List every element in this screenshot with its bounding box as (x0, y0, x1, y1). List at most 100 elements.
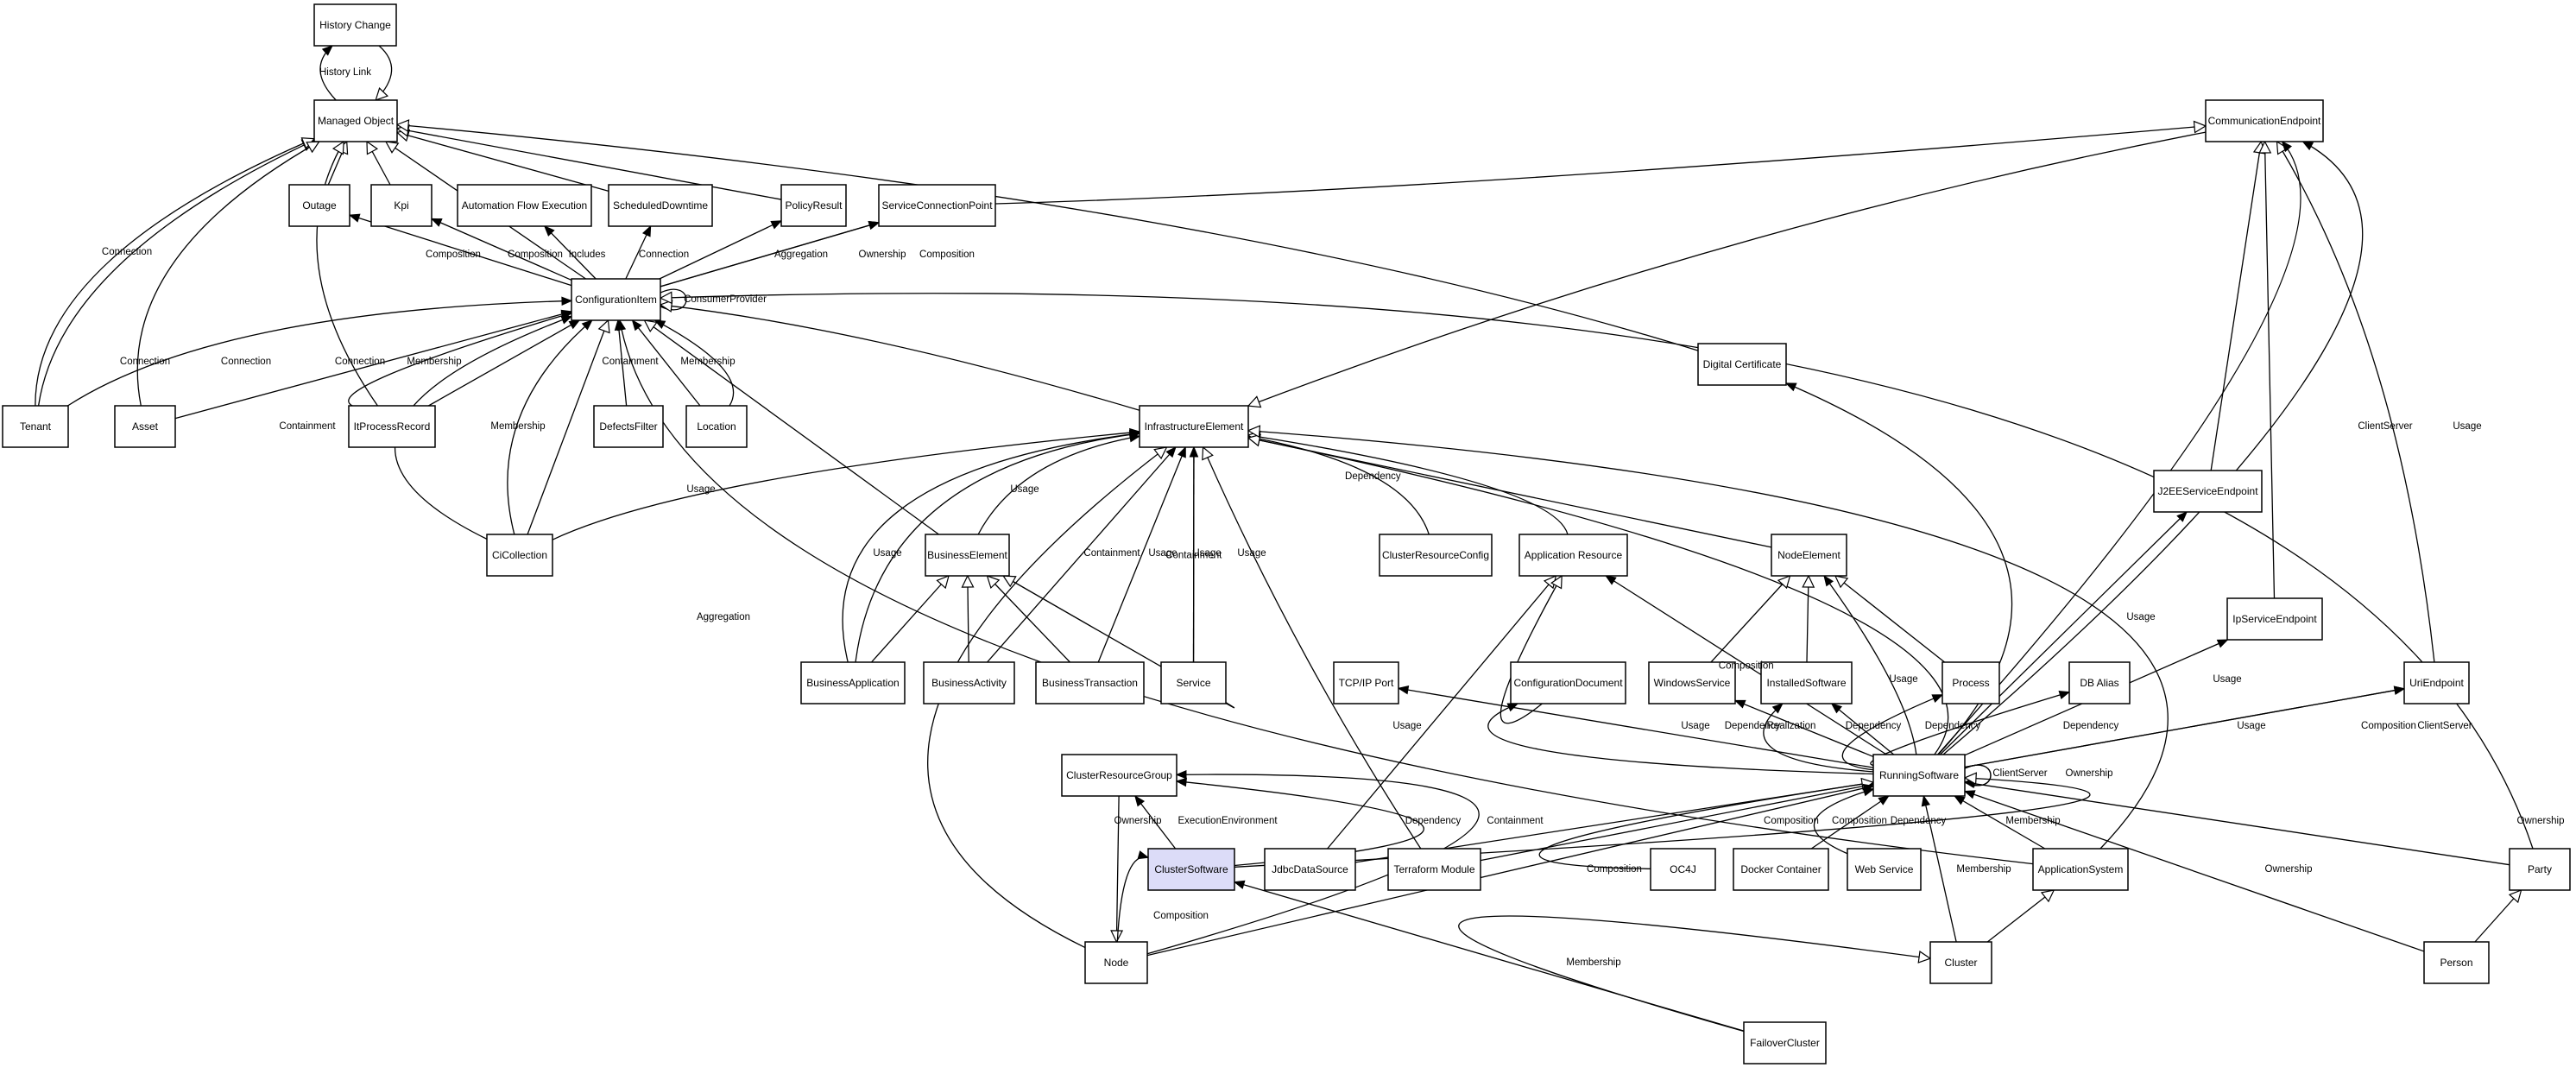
class-box[interactable] (1333, 661, 1399, 704)
class-box[interactable] (1518, 534, 1628, 577)
class-node-db-alias[interactable]: DB Alias (2068, 661, 2131, 704)
class-node-history-change[interactable]: History Change (313, 3, 397, 47)
class-box[interactable] (1697, 343, 1787, 386)
class-box[interactable] (2068, 661, 2131, 704)
class-node-cluster[interactable]: Cluster (1929, 941, 1992, 984)
class-node-application-resource[interactable]: Application Resource (1518, 534, 1628, 577)
class-box[interactable] (1760, 661, 1853, 704)
class-node-running-software[interactable]: RunningSoftware (1872, 754, 1966, 797)
class-node-automation-flow-execution[interactable]: Automation Flow Execution (457, 184, 592, 227)
edge-line (994, 125, 2207, 205)
class-node-person[interactable]: Person (2423, 941, 2490, 984)
class-box[interactable] (2205, 99, 2324, 142)
class-box[interactable] (1743, 1021, 1827, 1065)
class-node-kpi[interactable]: Kpi (370, 184, 432, 227)
class-node-application-system[interactable]: ApplicationSystem (2032, 848, 2129, 891)
class-box[interactable] (114, 405, 176, 448)
class-box[interactable] (2403, 661, 2470, 704)
class-node-ip-service-endpoint[interactable]: IpServiceEndpoint (2226, 597, 2323, 641)
class-box[interactable] (878, 184, 996, 227)
class-box[interactable] (1733, 848, 1829, 891)
class-box[interactable] (313, 99, 398, 142)
class-node-business-transaction[interactable]: BusinessTransaction (1035, 661, 1145, 704)
class-box[interactable] (2153, 470, 2263, 513)
class-node-policy-result[interactable]: PolicyResult (780, 184, 847, 227)
class-node-windows-service[interactable]: WindowsService (1648, 661, 1736, 704)
class-box[interactable] (1872, 754, 1966, 797)
class-box[interactable] (1264, 848, 1356, 891)
class-box[interactable] (348, 405, 436, 448)
class-node-cluster-software[interactable]: ClusterSoftware (1147, 848, 1235, 891)
class-box[interactable] (1510, 661, 1626, 704)
class-box[interactable] (457, 184, 592, 227)
class-box[interactable] (925, 534, 1010, 577)
class-node-tenant[interactable]: Tenant (2, 405, 69, 448)
class-node-business-activity[interactable]: BusinessActivity (923, 661, 1015, 704)
class-box[interactable] (2509, 848, 2571, 891)
class-node-managed-object[interactable]: Managed Object (313, 99, 398, 142)
class-node-digital-certificate[interactable]: Digital Certificate (1697, 343, 1787, 386)
class-box[interactable] (1847, 848, 1922, 891)
class-node-scheduled-downtime[interactable]: ScheduledDowntime (608, 184, 713, 227)
class-node-defects-filter[interactable]: DefectsFilter (593, 405, 664, 448)
class-box[interactable] (780, 184, 847, 227)
class-box[interactable] (1941, 661, 2000, 704)
class-node-asset[interactable]: Asset (114, 405, 176, 448)
class-box[interactable] (923, 661, 1015, 704)
class-box[interactable] (2, 405, 69, 448)
class-node-process[interactable]: Process (1941, 661, 2000, 704)
class-node-infrastructure-element[interactable]: InfrastructureElement (1139, 405, 1249, 448)
class-box[interactable] (1139, 405, 1249, 448)
class-box[interactable] (593, 405, 664, 448)
class-node-web-service[interactable]: Web Service (1847, 848, 1922, 891)
class-box[interactable] (313, 3, 397, 47)
class-node-cluster-resource-config[interactable]: ClusterResourceConfig (1379, 534, 1493, 577)
class-box[interactable] (370, 184, 432, 227)
class-box[interactable] (1771, 534, 1847, 577)
class-node-uri-endpoint[interactable]: UriEndpoint (2403, 661, 2470, 704)
class-node-service-connection-point[interactable]: ServiceConnectionPoint (878, 184, 996, 227)
class-node-location[interactable]: Location (685, 405, 748, 448)
class-node-ci-collection[interactable]: CiCollection (486, 534, 553, 577)
class-node-node-element[interactable]: NodeElement (1771, 534, 1847, 577)
class-node-business-element[interactable]: BusinessElement (925, 534, 1010, 577)
class-box[interactable] (1650, 848, 1716, 891)
class-box[interactable] (1147, 848, 1235, 891)
class-node-party[interactable]: Party (2509, 848, 2571, 891)
class-node-jdbc-data-source[interactable]: JdbcDataSource (1264, 848, 1356, 891)
class-node-failover-cluster[interactable]: FailoverCluster (1743, 1021, 1827, 1065)
class-node-node[interactable]: Node (1084, 941, 1148, 984)
class-box[interactable] (571, 278, 661, 321)
class-node-configuration-item[interactable]: ConfigurationItem (571, 278, 661, 321)
generalization-arrowhead (2258, 140, 2272, 154)
class-box[interactable] (1061, 754, 1178, 797)
class-box[interactable] (288, 184, 350, 227)
class-node-terraform-module[interactable]: Terraform Module (1387, 848, 1481, 891)
class-box[interactable] (1084, 941, 1148, 984)
class-node-j2ee-service-endpoint[interactable]: J2EEServiceEndpoint (2153, 470, 2263, 513)
class-node-tcpip-port[interactable]: TCP/IP Port (1333, 661, 1399, 704)
class-node-installed-software[interactable]: InstalledSoftware (1760, 661, 1853, 704)
class-box[interactable] (1648, 661, 1736, 704)
class-node-service[interactable]: Service (1160, 661, 1227, 704)
class-node-docker-container[interactable]: Docker Container (1733, 848, 1829, 891)
class-box[interactable] (2032, 848, 2129, 891)
class-node-it-process-record[interactable]: ItProcessRecord (348, 405, 436, 448)
class-node-business-application[interactable]: BusinessApplication (800, 661, 906, 704)
class-box[interactable] (486, 534, 553, 577)
class-box[interactable] (1929, 941, 1992, 984)
class-box[interactable] (1379, 534, 1493, 577)
class-node-oc4j[interactable]: OC4J (1650, 848, 1716, 891)
class-node-configuration-document[interactable]: ConfigurationDocument (1510, 661, 1626, 704)
class-box[interactable] (800, 661, 906, 704)
class-node-communication-endpoint[interactable]: CommunicationEndpoint (2205, 99, 2324, 142)
class-box[interactable] (1035, 661, 1145, 704)
class-box[interactable] (2226, 597, 2323, 641)
class-node-cluster-resource-group[interactable]: ClusterResourceGroup (1061, 754, 1178, 797)
class-node-outage[interactable]: Outage (288, 184, 350, 227)
class-box[interactable] (2423, 941, 2490, 984)
class-box[interactable] (685, 405, 748, 448)
class-box[interactable] (608, 184, 713, 227)
class-box[interactable] (1387, 848, 1481, 891)
class-box[interactable] (1160, 661, 1227, 704)
